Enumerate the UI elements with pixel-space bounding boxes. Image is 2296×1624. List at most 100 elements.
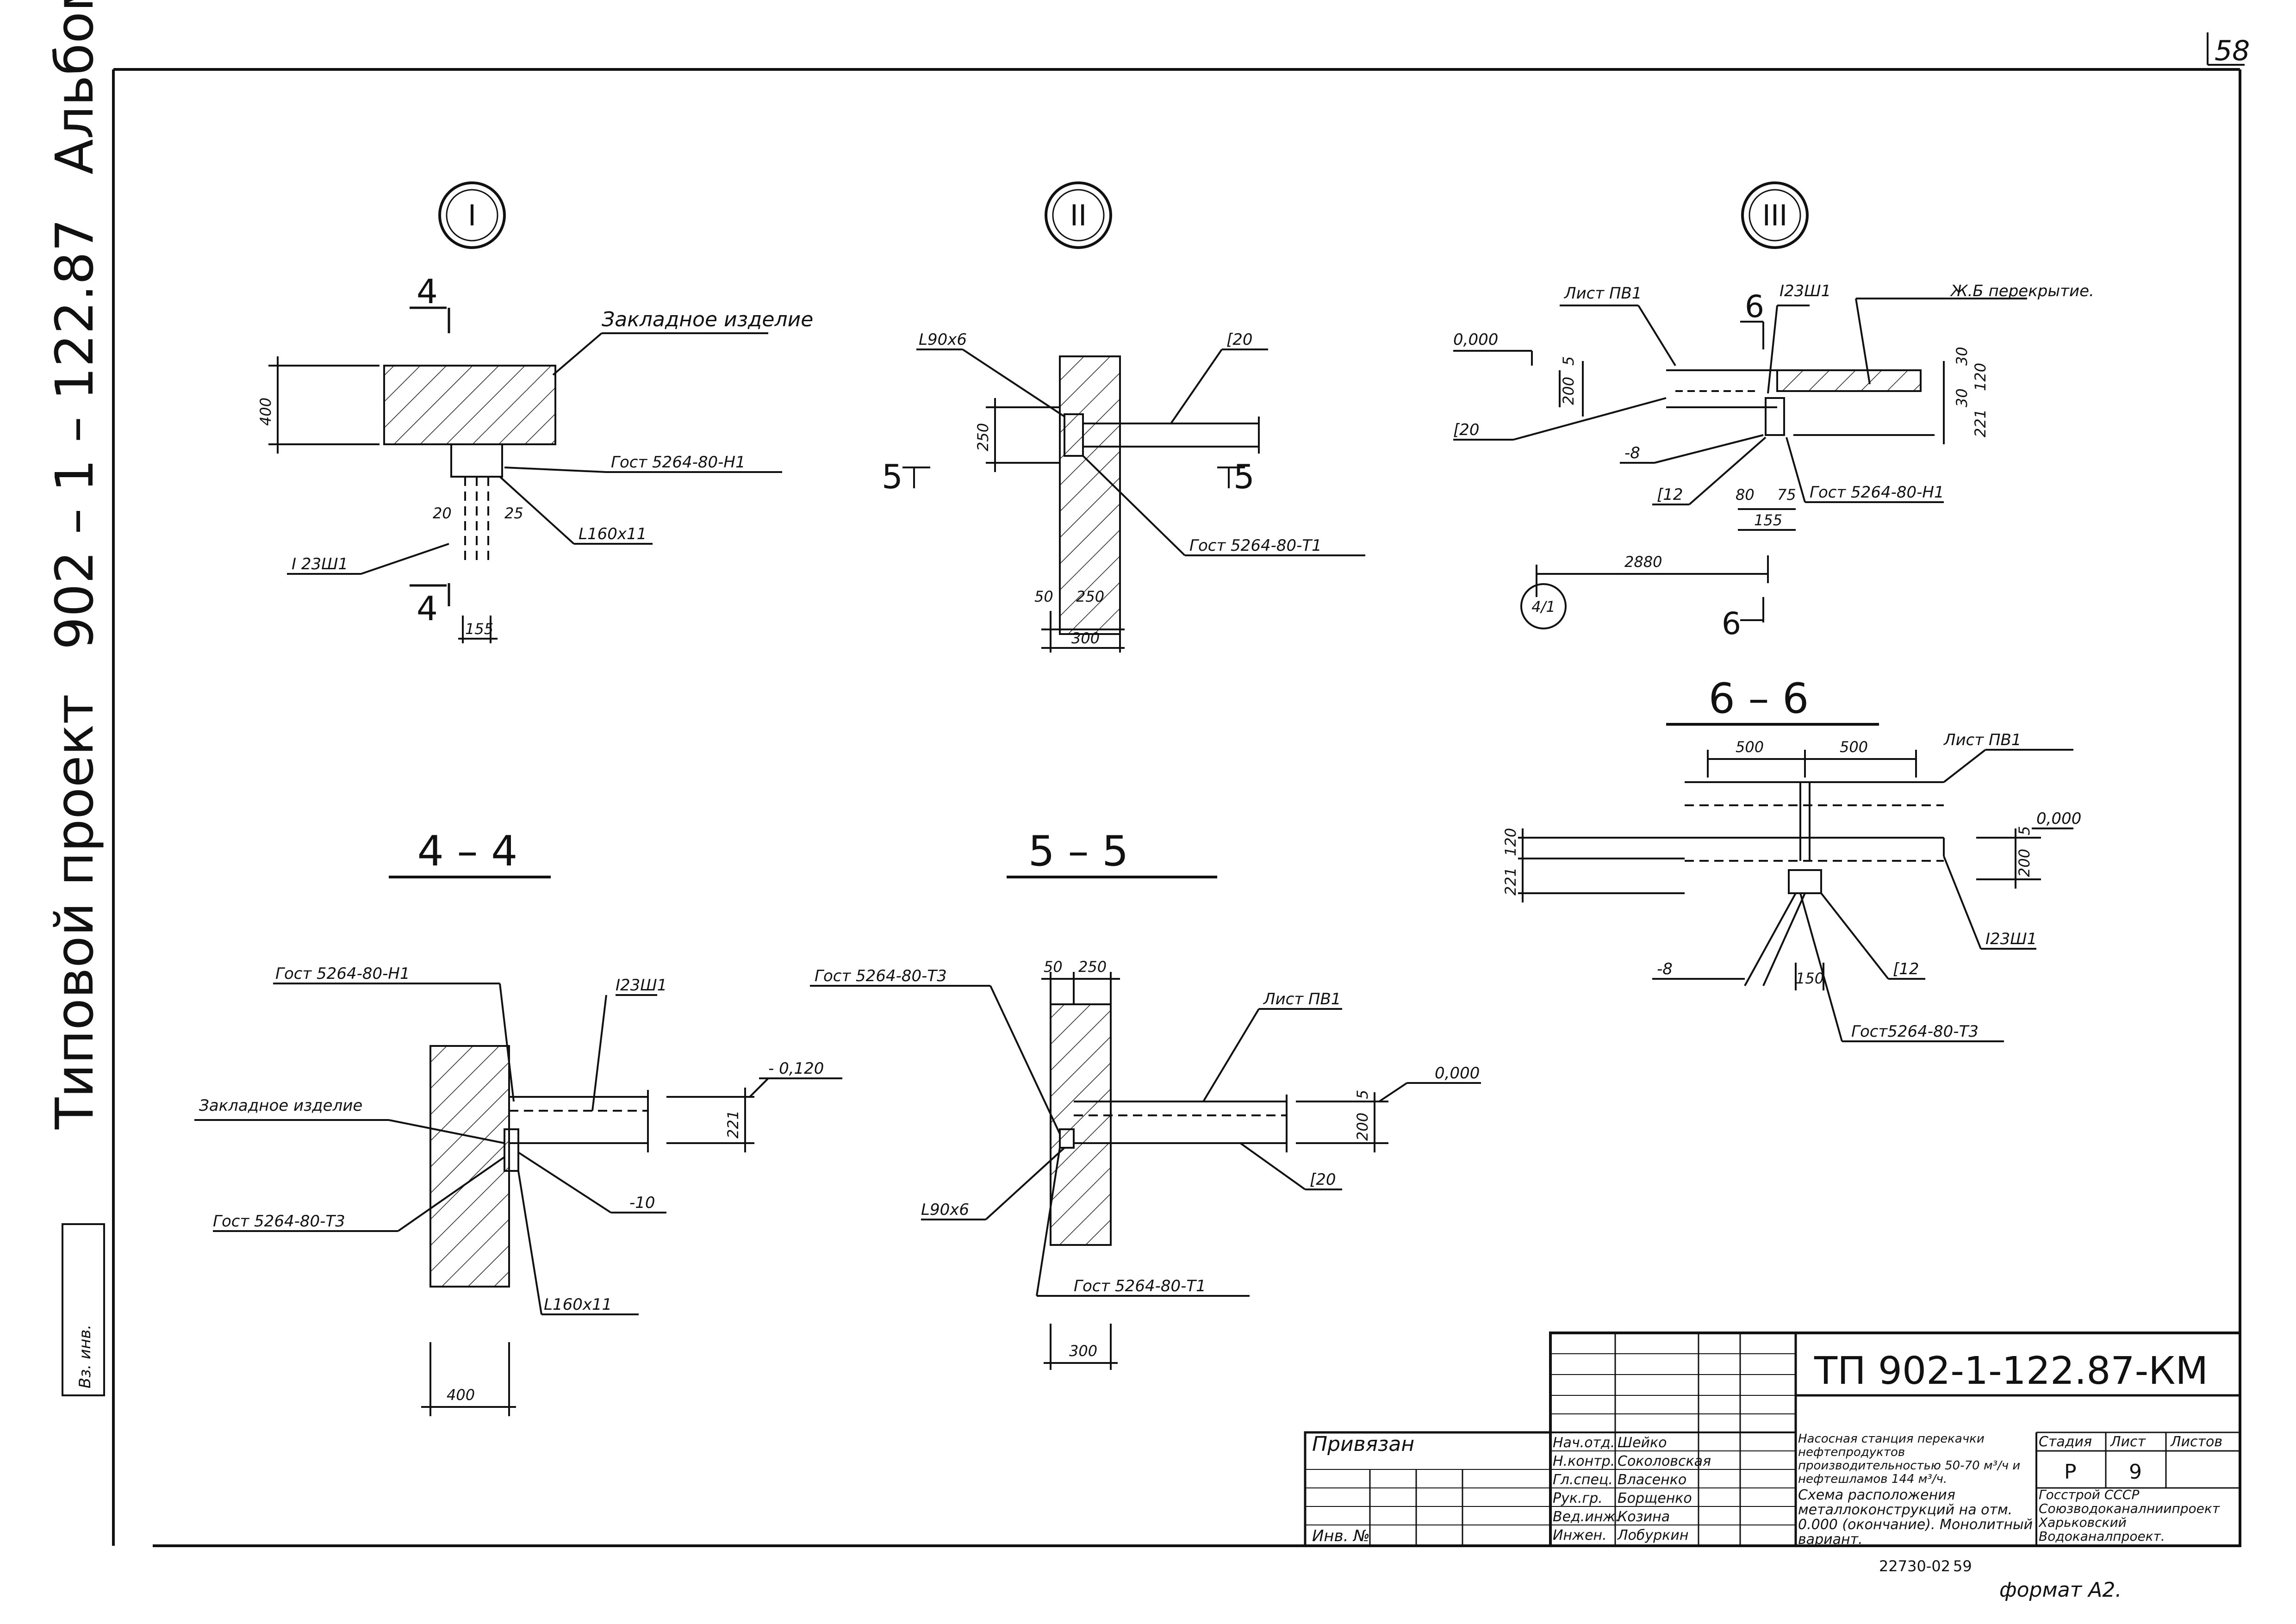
node-3-level-label: 0,000 <box>1453 330 1498 349</box>
staff-name-5: Козина <box>1618 1509 1670 1525</box>
section-4-4: 4 – 4 <box>194 827 842 1416</box>
node-1-section-mark-top: 4 <box>417 272 438 311</box>
staff-role-1: Нач.отд. <box>1553 1435 1615 1451</box>
section-5-5-dim-5: 5 <box>1354 1090 1371 1099</box>
node-3-ibeam-label: I23Ш1 <box>1780 282 1831 300</box>
title-block-org-box: Госстрой СССР Союзводоканалниипроект Хар… <box>2039 1488 2220 1544</box>
section-6-6-dim-120: 120 <box>1502 828 1519 856</box>
section-6-6-title: 6 – 6 <box>1709 674 1809 723</box>
footer-page: 59 <box>1953 1557 1972 1575</box>
node-2-marker: II <box>1070 199 1087 232</box>
section-4-4-embedded-label: Закладное изделие <box>199 1096 362 1115</box>
section-5-5: 5 – 5 <box>810 827 1481 1370</box>
title-block-sheet: 9 <box>2129 1460 2142 1484</box>
node-3-section-mark-top: 6 <box>1745 289 1764 324</box>
title-block-code: ТП 902-1-122.87-КМ <box>1814 1349 2208 1393</box>
section-6-6-dim-5: 5 <box>2016 826 2033 835</box>
node-3-dim-120: 120 <box>1972 363 1989 391</box>
section-6-6-ibeam-label: I23Ш1 <box>1985 930 2037 948</box>
node-2-dim-wall-offset: 50 <box>1034 588 1053 605</box>
node-1-dim-right: 25 <box>504 504 523 522</box>
section-6-6-gost-label: Гост5264-80-Т3 <box>1851 1022 1979 1041</box>
staff-role-6: Инжен. <box>1553 1527 1607 1543</box>
node-2-section-mark-left: 5 <box>882 457 903 496</box>
staff-name-4: Борщенко <box>1618 1490 1692 1506</box>
section-5-5-dim-300: 300 <box>1069 1342 1097 1360</box>
title-block-staff: Нач.отд. Шейко Н.контр. Соколовская Гл.с… <box>1553 1435 1711 1543</box>
staff-role-4: Рук.гр. <box>1553 1490 1603 1506</box>
side-title-code: 902 – 1 – 122.87 <box>45 219 105 650</box>
sheet-number: 58 <box>2215 35 2250 67</box>
title-block-inv: Инв. № <box>1312 1527 1370 1545</box>
title-block-drawing: Схема расположения металлоконструкций на… <box>1798 1488 2033 1546</box>
node-3-marker: III <box>1762 199 1788 232</box>
section-4-4-angle-label: L160х11 <box>544 1295 612 1314</box>
section-5-5-dim-50: 50 <box>1044 958 1063 976</box>
node-2-channel-label: [20 <box>1226 330 1253 349</box>
node-3-channel20-label: [20 <box>1453 421 1480 439</box>
footer-order: 22730-02 <box>1879 1557 1950 1575</box>
node-1-marker: I <box>468 199 476 232</box>
node-2-angle-label: L90х6 <box>919 330 967 349</box>
section-4-4-ibeam-label: I23Ш1 <box>616 976 667 995</box>
node-1-dim-height: 400 <box>257 398 274 426</box>
node-3-dim-30a: 30 <box>1953 347 1971 366</box>
section-4-4-gost-top-label: Гост 5264-80-Н1 <box>275 964 410 983</box>
section-6-6-sheet-label: Лист ПВ1 <box>1943 731 2022 749</box>
title-block-bound: Привязан <box>1312 1432 1414 1456</box>
section-5-5-level-label: 0,000 <box>1435 1064 1480 1083</box>
section-5-5-sheet-label: Лист ПВ1 <box>1263 990 1341 1008</box>
node-2-dim-height: 250 <box>974 423 992 451</box>
title-block-sheets-header: Листов <box>2170 1434 2222 1450</box>
section-4-4-plate-label: -10 <box>629 1194 655 1212</box>
node-3-gost-label: Гост 5264-80-Н1 <box>1810 483 1944 502</box>
node-3-plate-label: -8 <box>1624 444 1640 462</box>
node-1-embedded-label: Закладное изделие <box>602 308 813 331</box>
section-5-5-dim-250: 250 <box>1078 958 1107 976</box>
node-1-dim-left: 20 <box>433 504 452 522</box>
section-4-4-dim-400: 400 <box>447 1386 475 1404</box>
section-4-4-level-label: - 0,120 <box>768 1059 824 1078</box>
node-3-dim-221: 221 <box>1972 409 1989 437</box>
node-3-dim-200: 200 <box>1560 377 1577 405</box>
node-2-dim-total: 300 <box>1071 629 1100 647</box>
node-3: III <box>1453 181 2094 641</box>
section-6-6-level-label: 0,000 <box>2036 809 2081 828</box>
section-4-4-gost-bottom-label: Гост 5264-80-Т3 <box>213 1212 345 1231</box>
staff-role-3: Гл.спец. <box>1553 1472 1613 1488</box>
node-3-dim-75: 75 <box>1777 486 1796 504</box>
node-3-slab-label: Ж.Б перекрытие. <box>1950 282 2094 300</box>
section-6-6-dim-200: 200 <box>2016 849 2033 877</box>
node-2-gost-label: Гост 5264-80-Т1 <box>1189 536 1322 555</box>
node-3-section-mark-bottom: 6 <box>1722 606 1741 641</box>
title-block-sheet-header: Лист <box>2110 1434 2147 1450</box>
node-3-dim-80: 80 <box>1736 486 1755 504</box>
section-6-6-dim-500b: 500 <box>1840 738 1868 756</box>
title-block-org: Госстрой СССР Союзводоканалниипроект Хар… <box>2039 1488 2220 1544</box>
staff-name-3: Власенко <box>1618 1472 1686 1488</box>
section-4-4-dim-221: 221 <box>724 1110 742 1139</box>
node-3-dim-5: 5 <box>1560 356 1577 366</box>
title-block-object: Насосная станция перекачки нефтепродукто… <box>1798 1432 2021 1486</box>
node-3-axis: 4/1 <box>1531 598 1556 616</box>
title-block-drawing-box: Схема расположения металлоконструкций на… <box>1798 1488 2033 1546</box>
title-block-object-box: Насосная станция перекачки нефтепродукто… <box>1798 1432 2021 1486</box>
side-title-prefix: Типовой проект <box>45 694 105 1130</box>
title-block <box>1304 1332 2241 1547</box>
section-5-5-dim-200: 200 <box>1354 1113 1371 1141</box>
section-6-6-channel-label: [12 <box>1893 960 1919 978</box>
staff-name-6: Лобуркин <box>1617 1527 1688 1543</box>
section-6-6-dim-500a: 500 <box>1736 738 1764 756</box>
node-1-ibeam-label: I 23Ш1 <box>292 555 348 573</box>
section-5-5-gost-top-label: Гост 5264-80-Т3 <box>815 967 947 985</box>
node-3-channel12-label: [12 <box>1657 485 1683 504</box>
staff-name-1: Шейко <box>1618 1435 1667 1451</box>
staff-role-5: Вед.инж. <box>1553 1509 1620 1525</box>
svg-text:Типовой проект 902 – 1 –: Типовой проект 902 – 1 – 122.87 Альбом I… <box>45 0 105 1130</box>
section-6-6-dim-150: 150 <box>1796 970 1824 987</box>
section-5-5-title: 5 – 5 <box>1028 827 1129 876</box>
section-5-5-angle-label: L90х6 <box>921 1201 969 1219</box>
section-6-6: 6 – 6 <box>1502 674 2081 1042</box>
section-6-6-dim-221: 221 <box>1502 867 1519 896</box>
